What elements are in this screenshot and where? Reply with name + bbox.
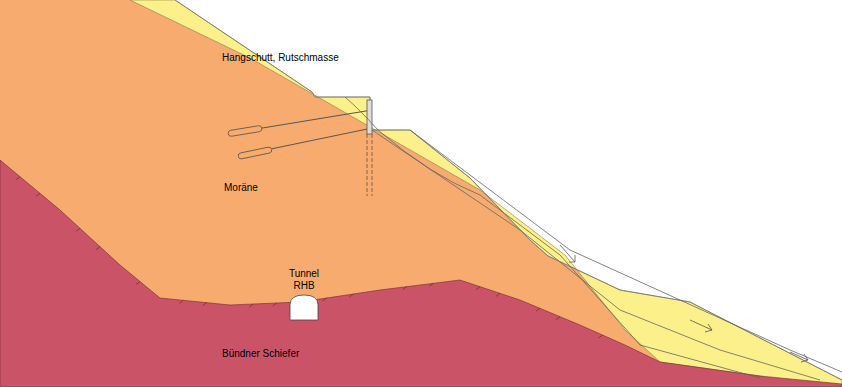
layer-label: Moräne — [224, 182, 258, 194]
hatch-tick — [136, 282, 140, 285]
anchor-body — [238, 147, 273, 160]
hatch-tick — [599, 335, 603, 338]
slip-surface — [410, 130, 842, 372]
movement-arrow — [690, 320, 712, 332]
layer-label: Hangschutt, Rutschmasse — [222, 52, 339, 64]
hatch-tick — [179, 300, 183, 303]
bedrock-layer — [0, 160, 842, 387]
hatch-tick — [403, 287, 407, 290]
hatch-tick — [349, 294, 353, 297]
ground-surface — [175, 0, 842, 380]
hatch-tick — [203, 303, 207, 306]
movement-arrow — [560, 245, 575, 262]
hatch-tick — [273, 303, 277, 306]
hatch-tick — [76, 228, 80, 231]
hatch-tick — [496, 293, 500, 296]
boundary-hatching — [16, 177, 603, 338]
hatch-tick — [96, 247, 100, 250]
layer-label: Bündner Schiefer — [222, 348, 299, 360]
hatch-tick — [323, 298, 327, 301]
movement-arrow — [790, 352, 808, 362]
hatch-tick — [556, 317, 560, 320]
anchor-body — [228, 125, 263, 136]
slip-surface — [345, 97, 760, 378]
hatch-tick — [536, 308, 540, 311]
slip-surface — [372, 130, 820, 380]
tunnel-label: Tunnel RHB — [284, 268, 324, 292]
retaining-wall — [367, 100, 372, 134]
hatch-tick — [429, 283, 433, 286]
hatch-tick — [476, 287, 480, 290]
pile — [367, 134, 368, 196]
hatch-tick — [36, 193, 40, 196]
tunnel-profile — [290, 295, 318, 320]
pile — [372, 134, 373, 196]
hatch-tick — [16, 177, 20, 180]
hatch-tick — [249, 304, 253, 307]
